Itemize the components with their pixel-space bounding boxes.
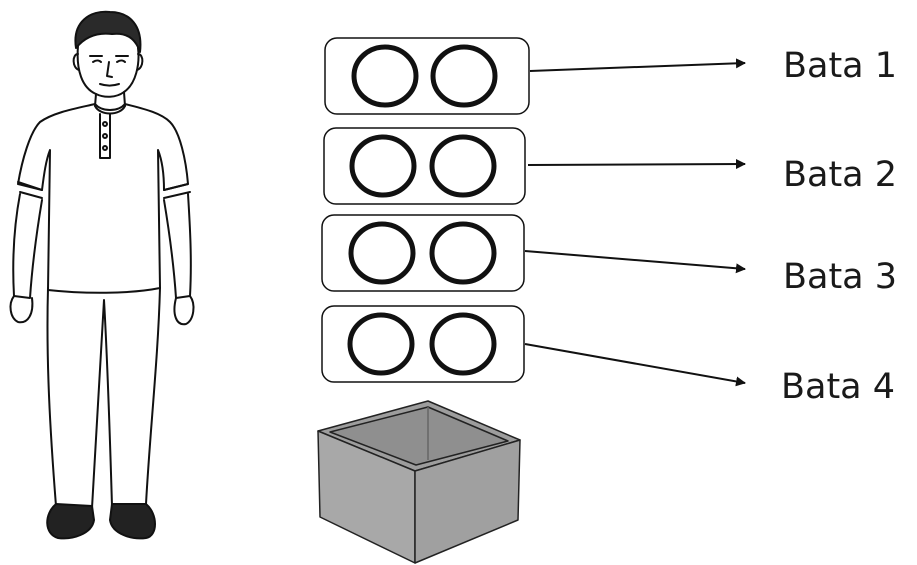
label-bata-3: Bata 3 — [783, 257, 898, 297]
arrow-bata-3 — [524, 250, 746, 274]
bata-hole-left — [348, 221, 416, 285]
bata-hole-left — [347, 312, 415, 376]
bata-block-1 — [324, 37, 530, 115]
arrow-bata-4 — [524, 343, 746, 387]
bata-hole-right — [430, 44, 498, 108]
arrow-bata-2 — [527, 159, 746, 170]
bata-hole-left — [349, 134, 417, 198]
man-figure-icon — [9, 10, 195, 540]
label-bata-2: Bata 2 — [783, 155, 898, 195]
bata-block-2 — [323, 127, 526, 205]
bata-block-3 — [321, 214, 525, 292]
open-box-icon — [317, 400, 521, 564]
bata-hole-right — [429, 312, 497, 376]
bata-hole-left — [351, 44, 419, 108]
bata-hole-right — [429, 134, 497, 198]
bata-hole-right — [429, 221, 497, 285]
arrow-bata-1 — [529, 58, 746, 72]
label-bata-4: Bata 4 — [781, 367, 896, 407]
label-bata-1: Bata 1 — [783, 46, 898, 86]
bata-block-4 — [321, 305, 525, 383]
